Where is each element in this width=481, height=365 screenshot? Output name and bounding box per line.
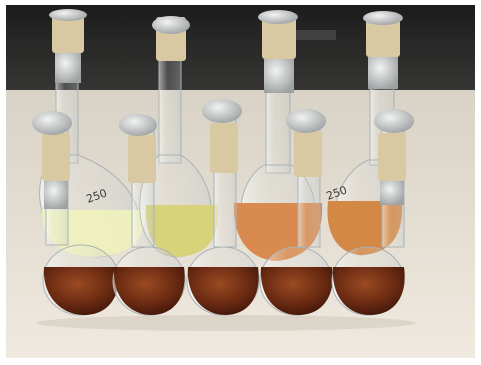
front-flask-1-solution [43,267,119,315]
front-flask-4-cap [286,109,326,133]
bench-shadow [36,315,416,331]
front-flask-2-cap [119,114,157,136]
back-flask-1-foil [55,53,81,83]
front-flask-3-cap [202,99,242,123]
back-flask-4-foil [368,57,398,89]
back-flask-1-tape [52,13,84,53]
backdrop-object [296,30,336,40]
front-flask-2-solution [113,267,185,315]
front-flask-1-tape [42,133,70,181]
front-flask-1-cap [32,111,72,135]
back-flask-2 [139,16,219,258]
front-flask-4 [259,109,333,316]
front-flask-3-solution [187,267,259,315]
back-flask-3-foil [264,59,294,93]
front-row [32,99,414,316]
front-flask-2 [112,114,186,316]
front-flask-4-solution [260,267,333,315]
back-flask-2-solution [145,205,219,257]
front-flask-5-solution [332,267,405,315]
back-flask-1-cap [49,9,87,21]
back-flask-3-tape [262,15,296,59]
back-flask-3-cap [258,10,298,24]
front-flask-1-foil [44,181,68,209]
front-flask-2-tape [128,135,156,183]
back-flask-4-cap [363,11,403,25]
front-flask-5-cap [374,109,414,133]
back-flask-2-cap [152,16,190,34]
front-flask-3 [186,99,260,316]
front-flask-3-tape [210,123,238,173]
back-flask-4-tape [366,15,400,57]
front-flask-5 [331,109,414,316]
front-flask-5-foil [380,181,404,205]
front-flask-1 [32,111,120,316]
photo: 250 250 [6,5,475,358]
front-flask-4-tape [294,131,322,177]
front-flask-5-tape [378,133,406,181]
